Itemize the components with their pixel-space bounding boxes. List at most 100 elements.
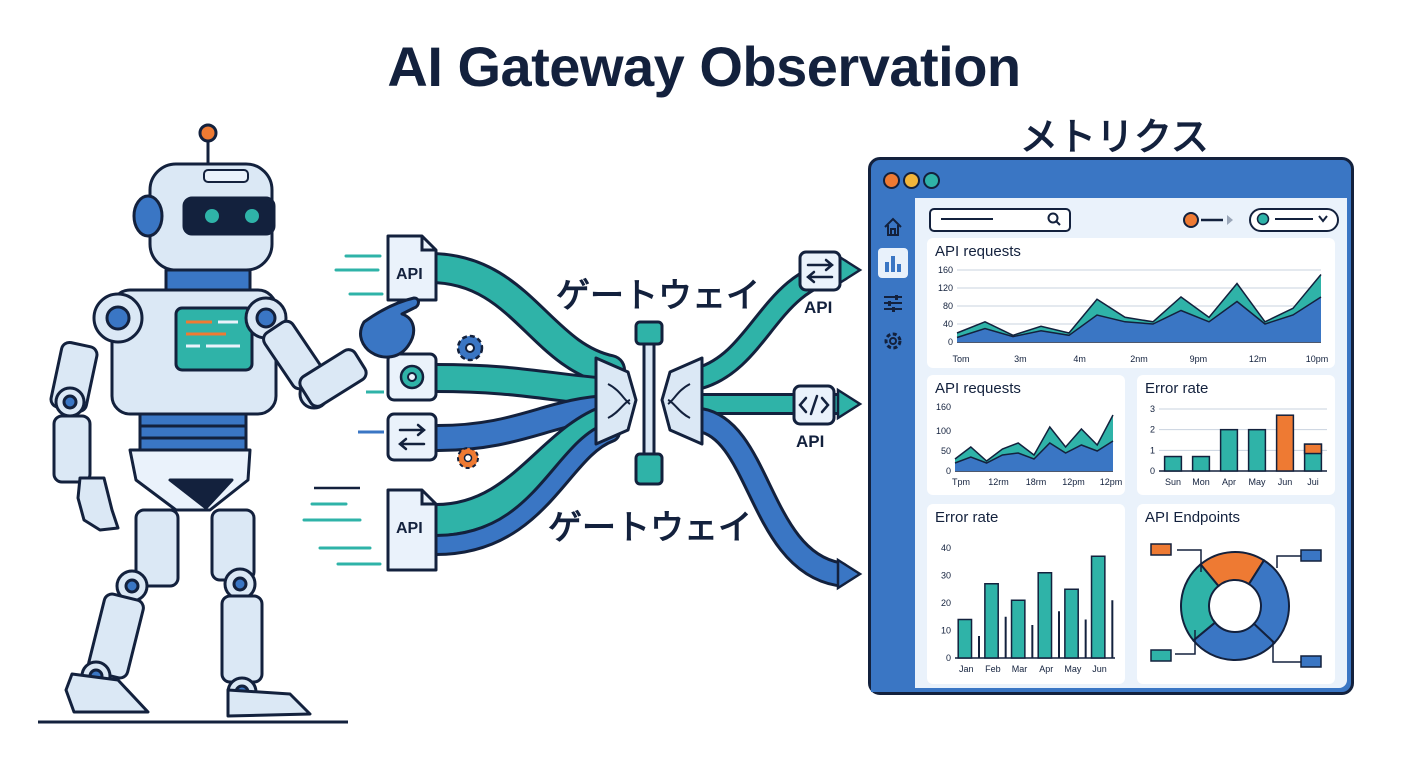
y-tick-label: 40	[943, 319, 953, 329]
bar	[957, 618, 973, 659]
robot	[49, 123, 420, 718]
y-tick-label: 160	[936, 402, 951, 412]
input-swap-card	[386, 412, 438, 462]
x-tick-label: 10pm	[1306, 354, 1329, 364]
bar	[1090, 555, 1106, 659]
x-tick-label: Jun	[1278, 477, 1293, 487]
x-tick-label: 12m	[1249, 354, 1267, 364]
bar	[1219, 428, 1239, 472]
y-tick-label: 50	[941, 446, 951, 456]
callout-line	[1276, 555, 1301, 568]
chevron-down-icon	[1318, 215, 1328, 223]
metrics-label: メトリクス	[1020, 115, 1209, 159]
gear-icon[interactable]	[880, 328, 906, 354]
y-tick-label: 0	[948, 337, 953, 347]
bar	[1010, 599, 1026, 659]
series-2-line	[954, 440, 1114, 464]
x-tick-label: Feb	[985, 664, 1001, 674]
window-minimize-button[interactable]	[903, 172, 920, 189]
input-doc-bottom-label: API	[396, 520, 423, 537]
x-tick-label: 4m	[1073, 354, 1086, 364]
input-gear-card	[386, 352, 438, 402]
status-indicator	[1183, 212, 1233, 228]
x-tick-label: Mon	[1192, 477, 1210, 487]
input-doc-top-label: API	[396, 266, 423, 283]
y-tick-label: 80	[943, 301, 953, 311]
y-tick-label: 160	[938, 265, 953, 275]
y-tick-label: 120	[938, 283, 953, 293]
bar	[1275, 414, 1295, 472]
callout-box	[1300, 655, 1322, 668]
series-1-line	[954, 414, 1114, 462]
y-tick-label: 2	[1150, 425, 1155, 435]
environment-dropdown[interactable]	[1249, 208, 1339, 232]
arrowhead-bottom	[836, 557, 863, 591]
bar-segment	[1303, 443, 1323, 455]
bar	[1247, 428, 1267, 472]
window-close-button[interactable]	[883, 172, 900, 189]
x-tick-label: 3m	[1014, 354, 1027, 364]
x-tick-label: 12pm	[1062, 477, 1085, 487]
panel-title: Error rate	[935, 509, 999, 526]
gateway-device	[594, 320, 704, 486]
speed-lines	[302, 254, 384, 566]
series-1-line	[956, 274, 1322, 337]
x-tick-label: Jun	[1092, 664, 1107, 674]
x-tick-label: Apr	[1039, 664, 1053, 674]
output-swap-card	[798, 250, 842, 292]
x-tick-label: 2nm	[1130, 354, 1148, 364]
y-tick-label: 40	[941, 543, 951, 553]
bar-chart-icon[interactable]	[878, 248, 908, 278]
panel-title: Error rate	[1145, 380, 1209, 397]
gear-icon-blue	[456, 334, 484, 362]
window-maximize-button[interactable]	[923, 172, 940, 189]
y-tick-label: 100	[936, 426, 951, 436]
x-tick-label: Tpm	[952, 477, 970, 487]
bar	[1064, 588, 1079, 659]
gateway-label-bottom: ゲートウェイ	[548, 508, 752, 548]
panel-title: API requests	[935, 243, 1021, 260]
series-2-area	[955, 441, 1113, 471]
bar	[1163, 455, 1183, 472]
callout-box	[1150, 649, 1172, 662]
x-tick-label: Jan	[959, 664, 974, 674]
x-tick-label: Apr	[1222, 477, 1236, 487]
dashboard-sidebar	[871, 198, 915, 692]
search-input[interactable]	[929, 208, 1071, 232]
x-tick-label: 9pm	[1190, 354, 1208, 364]
gear-icon-orange	[457, 447, 479, 469]
filter-sliders-icon[interactable]	[880, 290, 906, 316]
panel-api-endpoints: API Endpoints	[1137, 504, 1335, 684]
chart-api-endpoints	[1150, 543, 1322, 668]
callout-box	[1150, 543, 1172, 556]
y-tick-label: 3	[1150, 404, 1155, 414]
output-middle-label: API	[796, 432, 825, 451]
y-tick-label: 10	[941, 626, 951, 636]
page-title: AI Gateway Observation	[387, 35, 1021, 98]
output-top-label: API	[804, 298, 833, 317]
callout-line	[1175, 630, 1196, 655]
callout-line	[1177, 549, 1202, 572]
x-tick-label: May	[1064, 664, 1082, 674]
bar	[1037, 572, 1053, 659]
flow-streams	[414, 252, 852, 587]
input-doc-bottom	[386, 488, 438, 572]
callout-line	[1272, 642, 1301, 663]
x-tick-label: May	[1248, 477, 1266, 487]
panel-title: API Endpoints	[1145, 509, 1241, 526]
home-icon[interactable]	[880, 214, 906, 240]
x-tick-label: Jui	[1307, 477, 1319, 487]
arrowhead-middle	[836, 387, 863, 421]
y-tick-label: 1	[1150, 445, 1155, 455]
